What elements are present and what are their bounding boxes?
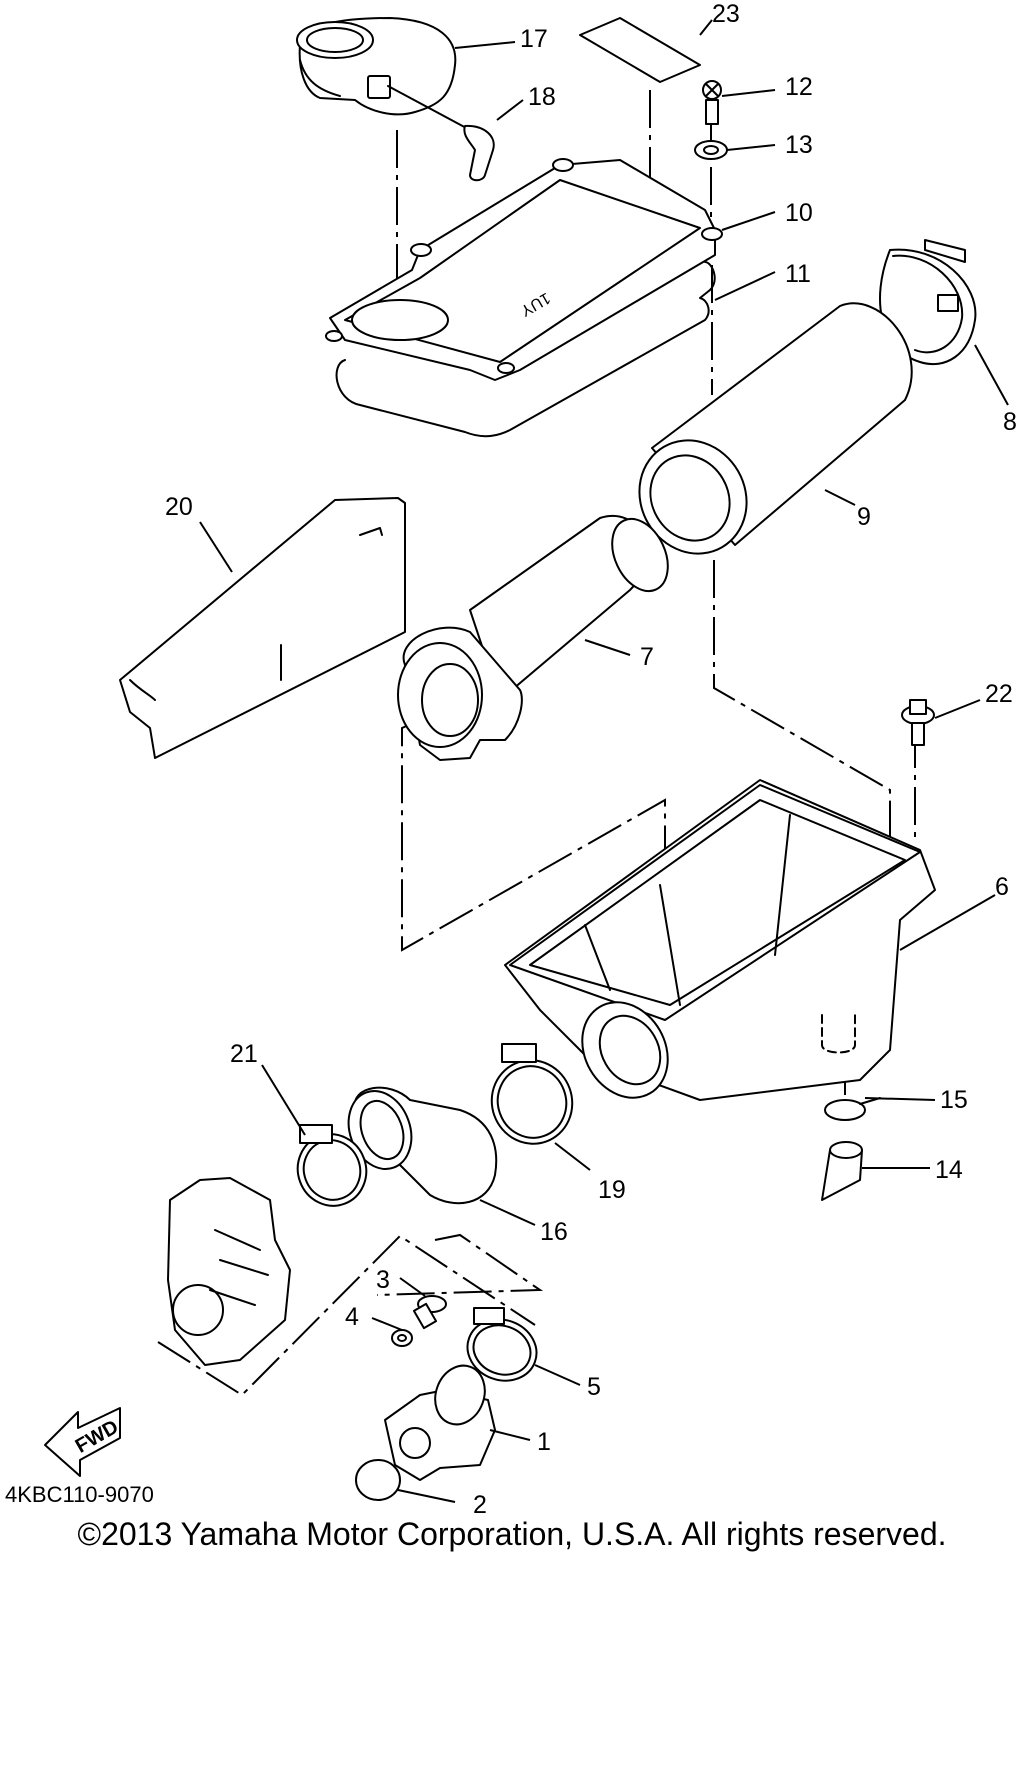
part-22-bolt: [901, 699, 935, 746]
part-18-elbow-hose: [367, 75, 495, 182]
part-label-10: 10: [785, 199, 813, 227]
part-4-washer: [391, 1329, 413, 1347]
part-11-gasket: [335, 261, 716, 438]
part-3-screw: [412, 1295, 447, 1330]
copyright-notice: ©2013 Yamaha Motor Corporation, U.S.A. A…: [77, 1516, 947, 1552]
part-label-22: 22: [985, 680, 1013, 708]
part-21-clamp: [296, 1124, 368, 1207]
part-19-clamp: [490, 1043, 574, 1145]
part-14-drain: [821, 1141, 863, 1201]
part-label-3: 3: [376, 1266, 390, 1294]
part-5-clamp: [466, 1307, 538, 1382]
part-label-18: 18: [528, 83, 556, 111]
part-label-13: 13: [785, 131, 813, 159]
part-7-intake-duct: [397, 515, 669, 761]
part-23-label: [579, 17, 701, 83]
part-10-case-lid: [325, 158, 723, 381]
part-label-5: 5: [587, 1373, 601, 1401]
part-label-1: 1: [537, 1428, 551, 1456]
part-1-carb-joint: [384, 1364, 496, 1481]
part-label-4: 4: [345, 1303, 359, 1331]
part-label-7: 7: [640, 643, 654, 671]
part-16-joint: [347, 1086, 498, 1205]
part-label-11: 11: [785, 260, 811, 288]
part-2-o-ring: [355, 1459, 401, 1501]
part-9-filter-element: [638, 302, 913, 555]
part-label-8: 8: [1003, 408, 1017, 436]
diagram-code: 4KBC110-9070: [5, 1482, 154, 1507]
part-label-14: 14: [935, 1156, 963, 1184]
part-label-19: 19: [598, 1176, 626, 1204]
part-number-labels: 17 18 23 12 13 10 11 8 9 20 7 22 6 15 14…: [165, 0, 1017, 1519]
part-12-screw: [702, 80, 722, 125]
part-20-plate: [119, 497, 406, 759]
leader-lines: [199, 19, 1009, 1503]
part-label-20: 20: [165, 493, 193, 521]
part-17-duct-cover: [296, 17, 457, 116]
part-label-6: 6: [995, 873, 1009, 901]
part-8-cap: [879, 239, 977, 366]
fwd-arrow-icon: FWD: [44, 1407, 122, 1477]
part-label-15: 15: [940, 1086, 968, 1114]
engine-block: [167, 1177, 291, 1366]
part-label-16: 16: [540, 1218, 568, 1246]
part-label-17: 17: [520, 25, 548, 53]
part-6-air-case: [504, 779, 936, 1101]
part-15-ring: [824, 1097, 881, 1121]
part-13-washer: [694, 140, 728, 160]
part-label-12: 12: [785, 73, 813, 101]
part-label-9: 9: [857, 503, 871, 531]
part-label-21: 21: [230, 1040, 258, 1068]
part-label-23: 23: [712, 0, 740, 28]
part-label-2: 2: [473, 1491, 487, 1519]
